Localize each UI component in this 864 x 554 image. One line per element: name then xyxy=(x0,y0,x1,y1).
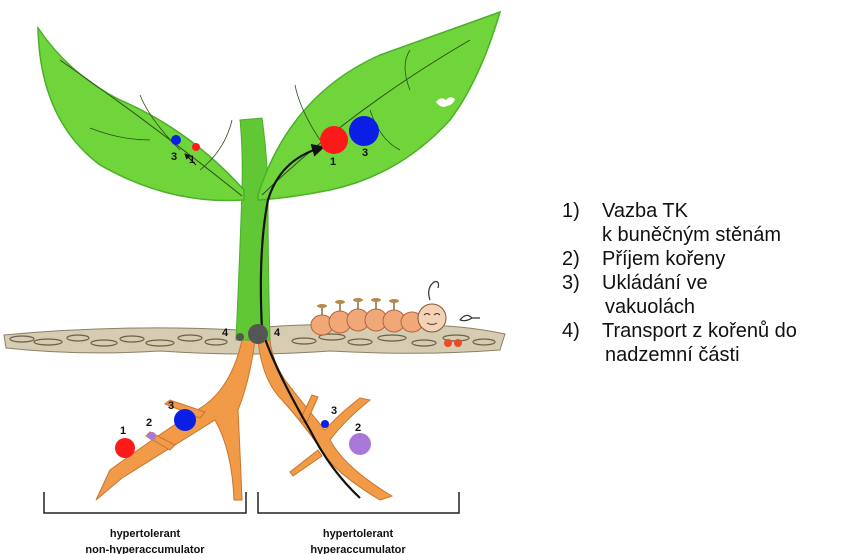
right-root-purple-dot xyxy=(349,433,371,455)
roots xyxy=(96,340,392,500)
left-root-marker-2: 2 xyxy=(146,417,152,429)
legend-number: 4) xyxy=(562,319,580,343)
legend-text: Transport z kořenů do xyxy=(602,319,797,343)
legend-number: 2) xyxy=(562,247,580,271)
legend-text: k buněčným stěnám xyxy=(602,223,797,247)
left-leaf-marker-3: 3 xyxy=(171,151,177,163)
plant-diagram: 4 4 3 1 1 3 1 2 3 3 2 hypertolerant non-… xyxy=(0,0,520,554)
left-label-line1: hypertolerant xyxy=(110,528,181,540)
right-label-line1: hypertolerant xyxy=(323,528,394,540)
right-label-line2: hyperaccumulator xyxy=(310,544,406,554)
left-leaf xyxy=(38,28,244,201)
left-root-red-dot xyxy=(115,438,135,458)
right-root-blue-dot xyxy=(321,420,329,428)
right-leaf-blue-dot xyxy=(349,116,379,146)
legend-item-3: 3) Ukládání ve vakuolách xyxy=(562,271,797,319)
right-leaf-red-dot xyxy=(320,126,348,154)
right-root-marker-2: 2 xyxy=(355,422,361,434)
left-leaf-red-dot xyxy=(192,143,200,151)
legend-number: 3) xyxy=(562,271,580,295)
legend-text: vakuolách xyxy=(602,295,797,319)
left-root-blue-dot xyxy=(174,409,196,431)
right-root-marker-3: 3 xyxy=(331,405,337,417)
stem xyxy=(236,118,270,340)
legend-number: 1) xyxy=(562,199,580,223)
legend-text: Ukládání ve xyxy=(602,271,797,295)
marker-4-left: 4 xyxy=(222,327,229,339)
left-leaf-marker-1: 1 xyxy=(189,154,195,166)
left-bracket xyxy=(44,492,246,513)
legend-item-2: 2) Příjem kořeny xyxy=(562,247,797,271)
process-legend: 1) Vazba TK k buněčným stěnám 2) Příjem … xyxy=(562,199,797,367)
left-label-line2: non-hyperaccumulator xyxy=(85,544,205,554)
left-root-purple-dot xyxy=(148,432,156,440)
legend-text: Vazba TK xyxy=(602,199,797,223)
legend-text: nadzemní části xyxy=(602,343,797,367)
stem-node-left xyxy=(236,333,244,341)
legend-item-4: 4) Transport z kořenů do nadzemní části xyxy=(562,319,797,367)
left-leaf-blue-dot xyxy=(171,135,181,145)
right-leaf-marker-3: 3 xyxy=(362,147,368,159)
right-leaf xyxy=(258,12,500,200)
left-root-marker-3: 3 xyxy=(168,400,174,412)
left-root-marker-1: 1 xyxy=(120,425,126,437)
marker-4-right: 4 xyxy=(274,327,281,339)
legend-text: Příjem kořeny xyxy=(602,247,797,271)
legend-item-1: 1) Vazba TK k buněčným stěnám xyxy=(562,199,797,247)
stem-node-right xyxy=(248,324,268,344)
right-leaf-marker-1: 1 xyxy=(330,156,336,168)
